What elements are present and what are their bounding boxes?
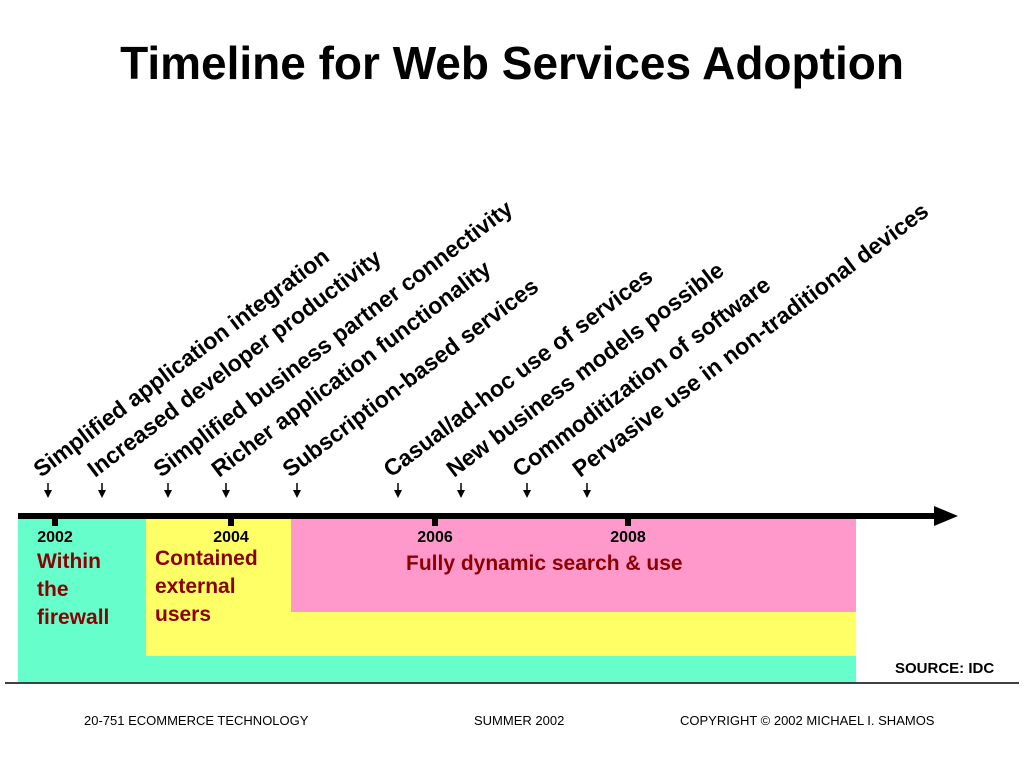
year-tick-2006 bbox=[432, 516, 438, 526]
benefit-pointer-arrowhead bbox=[222, 490, 230, 498]
benefit-pointer-arrowhead bbox=[523, 490, 531, 498]
benefit-pointer-arrowhead bbox=[98, 490, 106, 498]
footer-copyright: COPYRIGHT © 2002 MICHAEL I. SHAMOS bbox=[680, 713, 935, 728]
phase-label-dynamic: Fully dynamic search & use bbox=[406, 552, 683, 575]
time-axis-arrowhead bbox=[934, 506, 958, 526]
benefit-pointer-arrowhead bbox=[164, 490, 172, 498]
year-ticks: 2002 2004 2006 2008 bbox=[37, 516, 646, 546]
benefit-pointer-arrowhead bbox=[44, 490, 52, 498]
footer-term: SUMMER 2002 bbox=[474, 713, 565, 728]
year-label: 2006 bbox=[417, 529, 453, 546]
phase-label-firewall: Within the firewall bbox=[37, 550, 109, 629]
benefit-pointer-arrowhead bbox=[583, 490, 591, 498]
year-label: 2004 bbox=[213, 529, 249, 546]
year-tick-2002 bbox=[52, 516, 58, 526]
phase-label-external: Contained external users bbox=[155, 547, 264, 626]
year-tick-2008 bbox=[625, 516, 631, 526]
benefit-pointer-arrowhead bbox=[293, 490, 301, 498]
phase-band-dynamic bbox=[291, 516, 856, 612]
benefit-pointers bbox=[44, 483, 591, 498]
footer-course: 20-751 ECOMMERCE TECHNOLOGY bbox=[84, 713, 309, 728]
benefit-pointer-arrowhead bbox=[457, 490, 465, 498]
page-title: Timeline for Web Services Adoption bbox=[120, 37, 904, 89]
source-note: SOURCE: IDC bbox=[895, 660, 994, 677]
benefit-pointer-arrowhead bbox=[394, 490, 402, 498]
year-label: 2002 bbox=[37, 529, 73, 546]
benefit-label: Commoditization of software bbox=[507, 271, 775, 482]
benefit-labels: Simplified application integrationIncrea… bbox=[28, 195, 933, 482]
year-tick-2004 bbox=[228, 516, 234, 526]
year-label: 2008 bbox=[610, 529, 646, 546]
